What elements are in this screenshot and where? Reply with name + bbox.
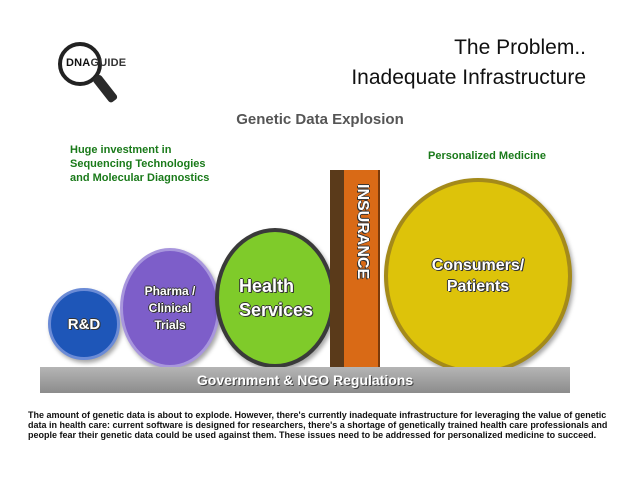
logo-text: DNAGUIDE [66, 57, 126, 69]
pharma-label-line: Trials [154, 317, 186, 332]
title-line-1: The Problem.. [454, 36, 586, 59]
pharma-label-line: Clinical [148, 300, 192, 315]
logo-guide: GUIDE [90, 57, 127, 69]
insurance-bar-shadow [330, 170, 344, 372]
insurance-bar: INSURANCE [344, 170, 380, 372]
rd-label: R&D [67, 315, 101, 333]
pharma-label: Pharma / Clinical Trials [135, 283, 205, 334]
consumers-patients-circle: Consumers/ Patients [384, 178, 572, 374]
consumers-label-line: Consumers/ [431, 257, 525, 274]
consumers-label: Consumers/ Patients [423, 255, 533, 297]
health-label-line: Health [239, 276, 295, 296]
consumers-label-line: Patients [446, 278, 510, 295]
pharma-label-line: Pharma / [144, 283, 196, 298]
subtitle: Genetic Data Explosion [236, 111, 404, 128]
pharma-circle: Pharma / Clinical Trials [120, 248, 220, 368]
health-services-circle: Health Services [215, 228, 335, 368]
investment-note: Huge investment in Sequencing Technologi… [70, 143, 209, 185]
magnifier-handle [92, 73, 119, 104]
investment-note-line: Huge investment in [70, 144, 172, 156]
investment-note-line: Sequencing Technologies [70, 158, 206, 170]
dna-guide-logo: DNAGUIDE [58, 42, 138, 114]
insurance-label: INSURANCE [354, 184, 371, 280]
personalized-medicine-note: Personalized Medicine [428, 150, 546, 162]
logo-dna: DNA [66, 57, 91, 69]
health-services-label: Health Services [219, 274, 331, 322]
health-label-line: Services [239, 300, 314, 320]
government-regulations-bar: Government & NGO Regulations [40, 367, 570, 393]
title-line-2: Inadequate Infrastructure [351, 66, 586, 89]
magnifier-icon [58, 42, 102, 86]
investment-note-line: and Molecular Diagnostics [70, 172, 210, 184]
government-regulations-label: Government & NGO Regulations [196, 372, 414, 388]
rd-circle: R&D [48, 288, 120, 360]
description-text: The amount of genetic data is about to e… [28, 410, 608, 440]
